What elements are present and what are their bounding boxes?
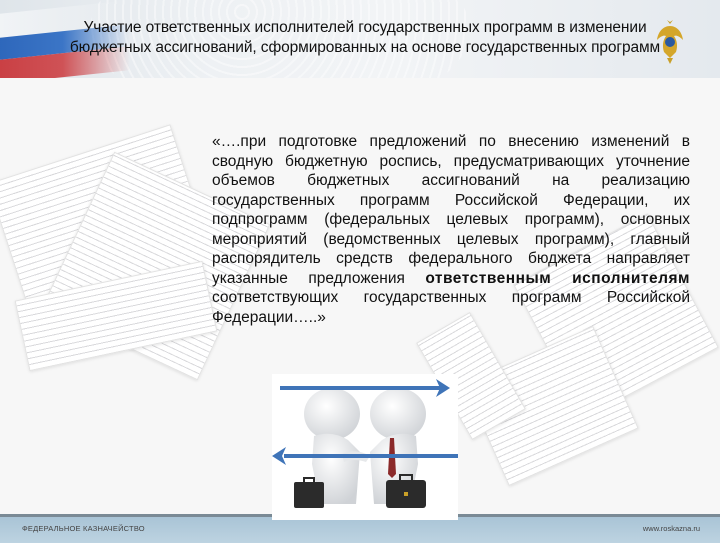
right-arrow-icon <box>280 386 440 390</box>
bold-emphasis: ответственным исполнителям <box>425 269 690 287</box>
left-arrow-head-icon <box>272 447 286 465</box>
eagle-emblem-icon <box>657 20 683 64</box>
slide-header: Участие ответственных исполнителей госуд… <box>0 0 720 78</box>
slide-title: Участие ответственных исполнителей госуд… <box>69 19 661 56</box>
quote-text: «….при подготовке предложений по внесени… <box>212 133 690 326</box>
website-link[interactable]: www.roskazna.ru <box>642 524 700 533</box>
left-arrow-icon <box>284 454 458 458</box>
organization-name: ФЕДЕРАЛЬНОЕ КАЗНАЧЕЙСТВО <box>22 524 145 533</box>
handshake-illustration <box>272 374 458 520</box>
header-swirl-decoration <box>90 0 470 78</box>
handshake-figures-icon <box>294 388 426 508</box>
right-arrow-head-icon <box>436 379 450 397</box>
